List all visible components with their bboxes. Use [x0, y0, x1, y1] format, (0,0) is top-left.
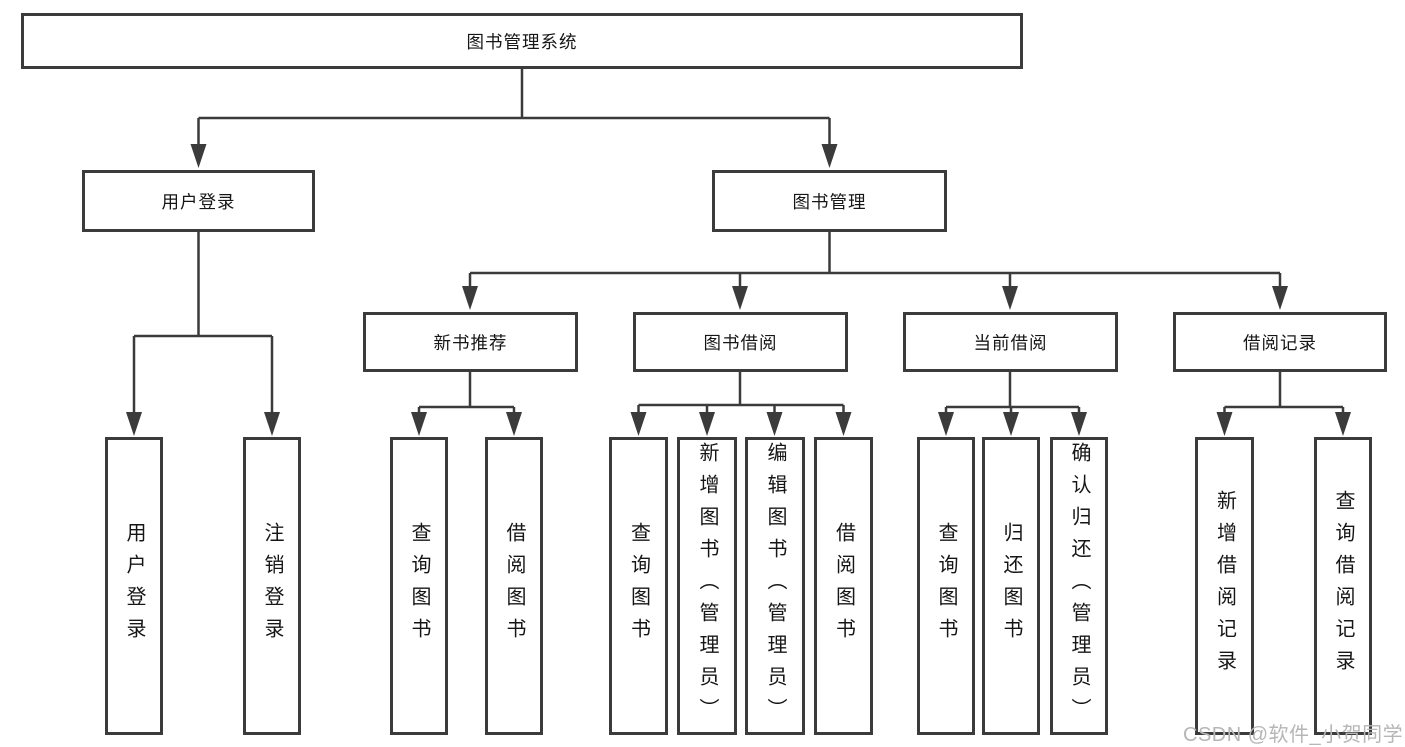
leaf-return-books-label: 归还图书 [1000, 522, 1022, 650]
arrow-down-icon [732, 286, 748, 310]
leaf-return-books: 归还图书 [982, 437, 1040, 735]
node-book-borrow-label: 图书借阅 [703, 332, 778, 353]
leaf-confirm-return-admin-label: 确认归还（管理员） [1068, 442, 1090, 730]
leaf-confirm-return-admin: 确认归还（管理员） [1050, 437, 1108, 735]
leaf-query-books-borrow-label: 查询图书 [627, 522, 650, 650]
leaf-query-books-recommend-label: 查询图书 [408, 522, 430, 650]
arrow-down-icon [821, 144, 838, 168]
arrow-down-icon [1216, 412, 1233, 436]
leaf-edit-books-admin-label: 编辑图书（管理员） [764, 442, 786, 730]
connector-current-borrow-branch [944, 372, 1081, 414]
leaf-query-books-current-label: 查询图书 [935, 522, 957, 650]
csdn-watermark: CSDN @软件_小贺同学 [1183, 724, 1404, 746]
arrow-down-icon [1335, 412, 1351, 436]
node-book-borrow: 图书借阅 [633, 312, 848, 372]
leaf-query-books-borrow: 查询图书 [609, 437, 668, 735]
arrow-down-icon [766, 412, 783, 436]
node-borrow-records: 借阅记录 [1173, 312, 1387, 372]
leaf-query-books-recommend: 查询图书 [390, 437, 448, 735]
leaf-query-borrow-record: 查询借阅记录 [1314, 437, 1372, 735]
node-new-book-recommend-label: 新书推荐 [433, 332, 508, 353]
arrow-down-icon [1071, 412, 1087, 436]
leaf-logout-login: 注销登录 [243, 437, 301, 735]
node-current-borrow-label: 当前借阅 [973, 332, 1048, 353]
node-book-management-label: 图书管理 [792, 191, 867, 212]
node-book-management-system: 图书管理系统 [21, 13, 1023, 69]
arrow-down-icon [126, 412, 142, 436]
leaf-query-books-current: 查询图书 [917, 437, 975, 735]
leaf-borrow-books-recommend: 借阅图书 [485, 437, 543, 735]
arrow-down-icon [506, 412, 522, 436]
arrow-down-icon [938, 412, 954, 436]
leaf-user-login: 用户登录 [105, 437, 163, 735]
arrowhead-layer [126, 144, 1351, 436]
arrow-down-icon [699, 412, 715, 436]
arrow-down-icon [462, 286, 478, 310]
leaf-add-books-admin-label: 新增图书（管理员） [696, 442, 718, 730]
leaf-borrow-books-recommend-label: 借阅图书 [503, 522, 525, 650]
node-book-management-system-label: 图书管理系统 [466, 31, 578, 52]
leaf-logout-login-label: 注销登录 [261, 522, 283, 650]
connector-book-borrow-branch [637, 372, 845, 414]
leaf-add-borrow-record-label: 新增借阅记录 [1213, 490, 1236, 682]
leaf-borrow-books-borrow: 借阅图书 [814, 437, 873, 735]
leaf-borrow-books-borrow-label: 借阅图书 [832, 522, 855, 650]
connector-borrow-record-branch [1223, 372, 1345, 414]
arrow-down-icon [190, 144, 207, 168]
leaf-query-borrow-record-label: 查询借阅记录 [1332, 490, 1354, 682]
node-book-management: 图书管理 [712, 170, 947, 232]
node-new-book-recommend: 新书推荐 [363, 312, 578, 372]
connector-root-to-level2 [197, 69, 831, 147]
connector-book-mgmt-to-level3 [468, 232, 1282, 289]
arrow-down-icon [411, 412, 427, 436]
arrow-down-icon [1272, 286, 1288, 310]
connector-user-login-branch [132, 232, 274, 414]
leaf-edit-books-admin: 编辑图书（管理员） [745, 437, 805, 735]
arrow-down-icon [1003, 412, 1019, 436]
node-current-borrow: 当前借阅 [903, 312, 1118, 372]
leaf-user-login-label: 用户登录 [123, 522, 145, 650]
arrow-down-icon [835, 412, 852, 436]
node-borrow-records-label: 借阅记录 [1243, 332, 1317, 353]
node-user-login-label: 用户登录 [161, 191, 236, 212]
leaf-add-books-admin: 新增图书（管理员） [677, 437, 737, 735]
arrow-down-icon [1002, 286, 1018, 310]
connector-new-book-branch [417, 372, 516, 414]
arrow-down-icon [630, 412, 647, 436]
node-user-login: 用户登录 [82, 170, 315, 232]
arrow-down-icon [264, 412, 280, 436]
leaf-add-borrow-record: 新增借阅记录 [1195, 437, 1254, 735]
